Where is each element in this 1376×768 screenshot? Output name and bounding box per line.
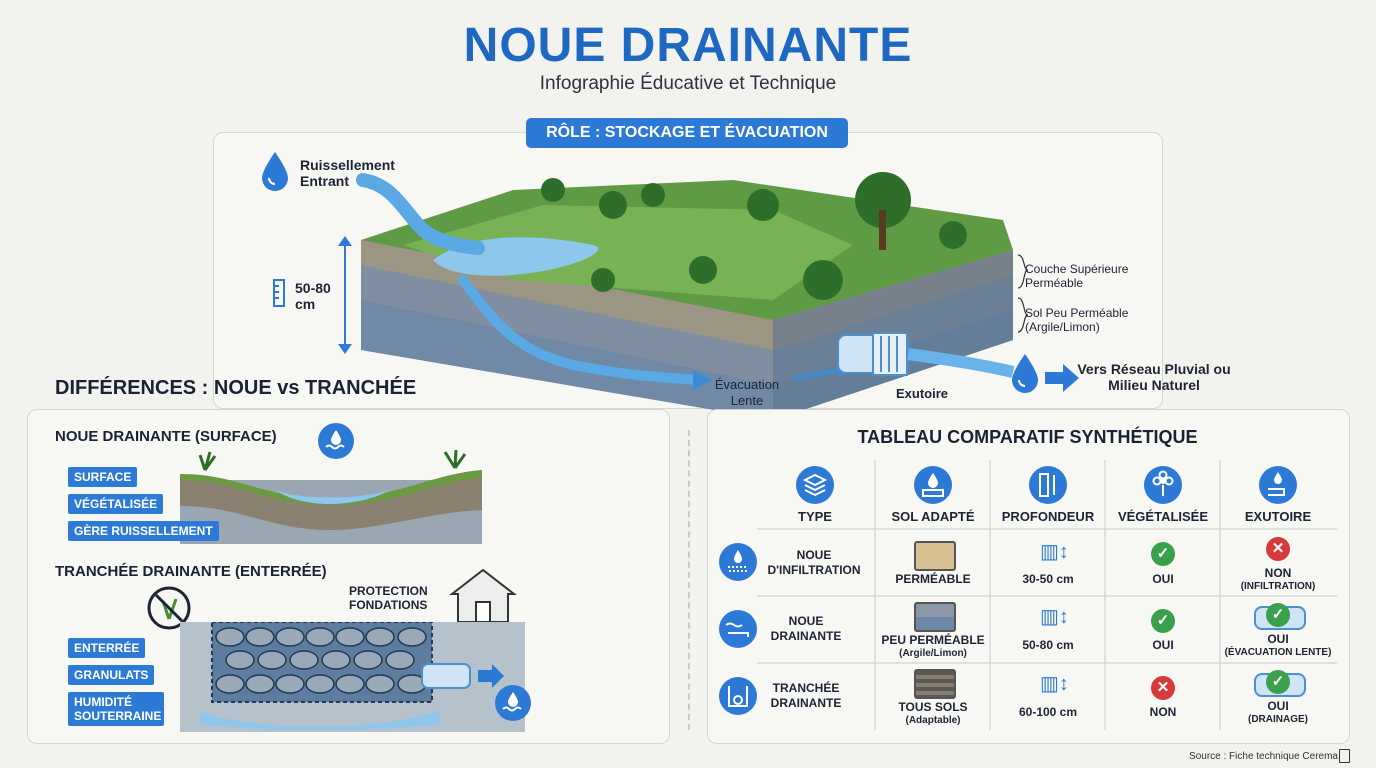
check-icon: ✓ [1151,542,1175,566]
slow-drain-label: Évacuation Lente [714,377,780,408]
tranchee-tag: GRANULATS [68,665,155,685]
row-outlet-note: (INFILTRATION) [1240,581,1316,592]
noue-tag: SURFACE [68,467,138,487]
layer-bottom-label: Sol Peu Perméable (Argile/Limon) [1025,306,1129,334]
outlet-label: Exutoire [896,386,949,401]
no-vegetation-icon [147,586,191,630]
row-soil-value: TOUS SOLS [898,700,968,714]
water-drop-icon [1012,354,1038,393]
pipe-outlet-icon [1259,466,1297,504]
tranchee-tag: ENTERRÉE [68,638,146,658]
layer-top-label: Couche Supérieure Perméable [1025,262,1129,290]
row-soil: PEU PERMÉABLE (Argile/Limon) [870,633,996,661]
row-soil-note: (Adaptable) [905,715,961,726]
cross-icon: ✕ [1266,537,1290,561]
layers-icon [796,466,834,504]
ruler-arrows-icon: ▥↕ [1040,606,1069,628]
infiltration-icon [719,543,757,581]
flower-icon [1144,466,1182,504]
house-icon [449,568,517,623]
row-veg: OUI [1152,572,1174,586]
table-panel [707,409,1350,744]
trench-icon [719,677,757,715]
row-type: NOUE DRAINANTE [770,614,842,643]
panel-divider [688,430,690,730]
differences-title: DIFFÉRENCES : NOUE vs TRANCHÉE [55,377,417,399]
table-grid [757,460,1337,730]
wave-icon [318,423,354,459]
header-type: TYPE [798,509,832,524]
row-soil-note: (Argile/Limon) [899,648,967,659]
row-outlet: NON (INFILTRATION) [1216,566,1340,594]
ruler-arrows-icon: ▥↕ [1040,673,1069,695]
noue-tag: GÈRE RUISSELLEMENT [68,521,219,541]
row-outlet: OUI (ÉVACUATION LENTE) [1216,632,1340,660]
depth-label: 50-80 cm [295,280,331,312]
check-icon: ✓ [1266,603,1290,627]
swale-icon [719,610,757,648]
header-vegetation: VÉGÉTALISÉE [1117,509,1209,524]
soil-swatch [914,541,956,571]
check-icon: ✓ [1151,609,1175,633]
noue-title: NOUE DRAINANTE (SURFACE) [55,428,277,445]
soil-swatch [914,669,956,699]
depth-ruler-icon [1029,466,1067,504]
row-veg: NON [1149,705,1177,719]
row-type: NOUE D'INFILTRATION [767,548,861,577]
trench-illustration [180,622,525,732]
table-title: TABLEAU COMPARATIF SYNTHÉTIQUE [857,427,1198,447]
tranchee-title: TRANCHÉE DRAINANTE (ENTERRÉE) [55,563,327,580]
water-drop-icon [262,152,288,191]
row-outlet-note: (DRAINAGE) [1248,714,1308,725]
row-outlet: OUI (DRAINAGE) [1216,699,1340,727]
check-icon: ✓ [1266,670,1290,694]
cross-icon: ✕ [1151,676,1175,700]
noue-surface-illustration [180,450,482,544]
source-note: Source : Fiche technique Cerema [1189,751,1338,762]
noue-tag: VÉGÉTALISÉE [68,494,164,514]
row-depth: 30-50 cm [1022,572,1074,586]
destination-label: Vers Réseau Pluvial ou Milieu Naturel [1077,361,1231,393]
header-outlet: EXUTOIRE [1244,509,1312,524]
wave-icon [495,685,531,721]
row-depth: 60-100 cm [1018,705,1078,719]
protection-label: PROTECTION FONDATIONS [349,584,428,612]
row-soil: PERMÉABLE [895,572,971,586]
swale-cross-section [338,172,1079,420]
row-veg: OUI [1152,638,1174,652]
document-icon [1339,749,1350,763]
row-outlet-value: OUI [1267,699,1289,713]
tranchee-tag: HUMIDITÉ SOUTERRAINE [68,692,164,726]
page-subtitle: Infographie Éducative et Technique [539,73,837,94]
header-depth: PROFONDEUR [1001,509,1095,524]
row-depth: 50-80 cm [1022,638,1074,652]
row-soil: TOUS SOLS (Adaptable) [870,700,996,728]
row-soil-value: PEU PERMÉABLE [881,633,985,647]
page-title: NOUE DRAINANTE [463,19,913,72]
soil-swatch [914,602,956,632]
row-outlet-value: OUI [1267,632,1289,646]
header-soil: SOL ADAPTÉ [891,509,975,524]
row-type: TRANCHÉE DRAINANTE [770,681,842,710]
ruler-icon [273,279,285,307]
runoff-label: Ruissellement Entrant [300,157,395,189]
soil-icon [914,466,952,504]
row-outlet-note: (ÉVACUATION LENTE) [1224,647,1332,658]
role-badge: RÔLE : STOCKAGE ET ÉVACUATION [526,118,848,148]
ruler-arrows-icon: ▥↕ [1040,541,1069,563]
row-outlet-value: NON [1264,566,1292,580]
